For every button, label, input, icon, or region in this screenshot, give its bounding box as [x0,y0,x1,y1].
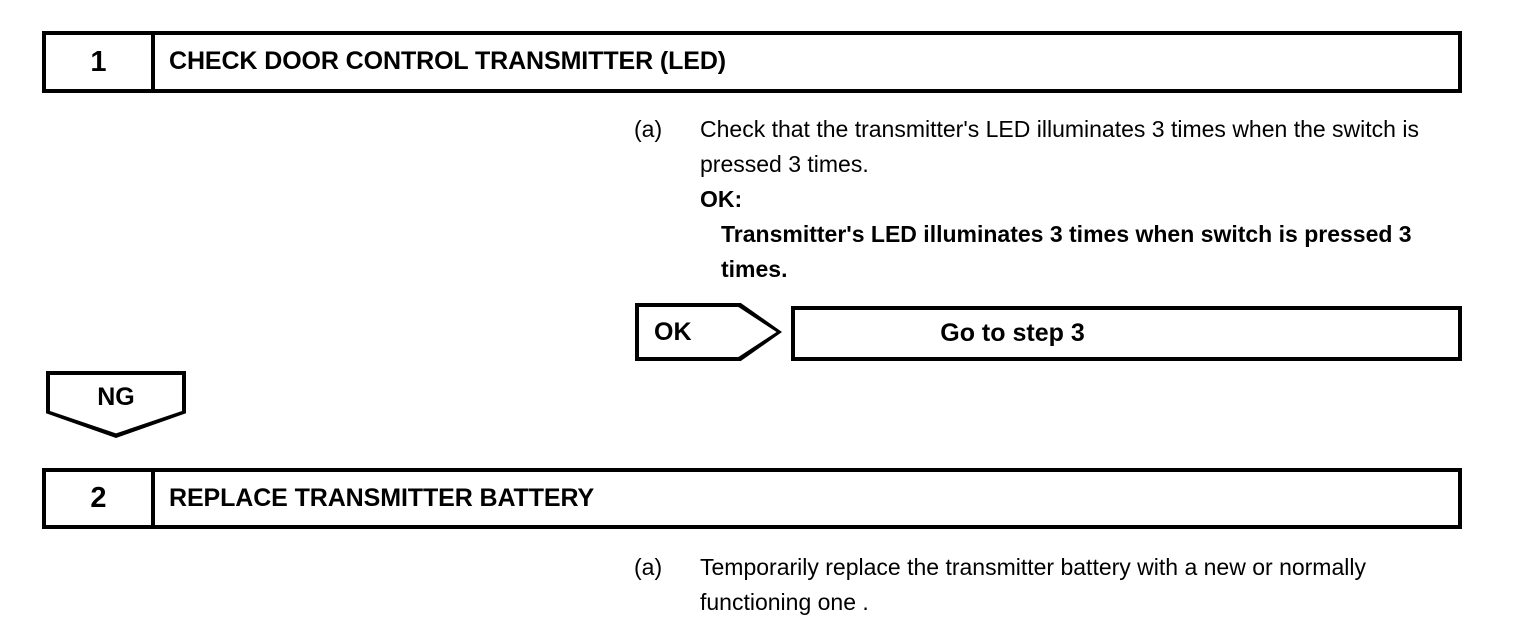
step-1-title-cell: CHECK DOOR CONTROL TRANSMITTER (LED) [155,35,1458,89]
step-1-procedure: (a) Check that the transmitter's LED ill… [634,112,1462,287]
step-2-procedure-label: (a) [634,554,663,580]
ok-result-text: Go to step 3 [940,319,1085,347]
step-1-number: 1 [90,45,107,78]
step-2-title: REPLACE TRANSMITTER BATTERY [169,483,595,512]
step-1-procedure-body: Check that the transmitter's LED illumin… [700,112,1462,287]
ng-branch-label: NG [97,383,135,411]
ok-branch-label: OK [654,317,692,346]
step-1-header-bar: 1 CHECK DOOR CONTROL TRANSMITTER (LED) [42,31,1462,93]
step-2-procedure-text: Temporarily replace the transmitter batt… [700,554,1366,615]
step-2-procedure-body: Temporarily replace the transmitter batt… [700,550,1462,620]
step-2-number-cell: 2 [46,472,155,525]
step-2-header-bar: 2 REPLACE TRANSMITTER BATTERY [42,468,1462,529]
step-1-ok-label: OK: [700,186,743,212]
step-1-title: CHECK DOOR CONTROL TRANSMITTER (LED) [169,47,727,76]
step-1-number-cell: 1 [46,35,155,89]
step-2-title-cell: REPLACE TRANSMITTER BATTERY [155,472,1458,525]
step-2-number: 2 [90,482,107,514]
step-2-procedure: (a) Temporarily replace the transmitter … [634,550,1462,620]
step-1-procedure-label: (a) [634,116,663,142]
ok-branch-arrow: OK [635,303,782,361]
ok-result-box: Go to step 3 [791,306,1462,361]
step-1-ok-criteria: Transmitter's LED illuminates 3 times wh… [721,221,1412,282]
ng-branch-arrow: NG [46,371,186,438]
step-1-procedure-text: Check that the transmitter's LED illumin… [700,116,1419,177]
